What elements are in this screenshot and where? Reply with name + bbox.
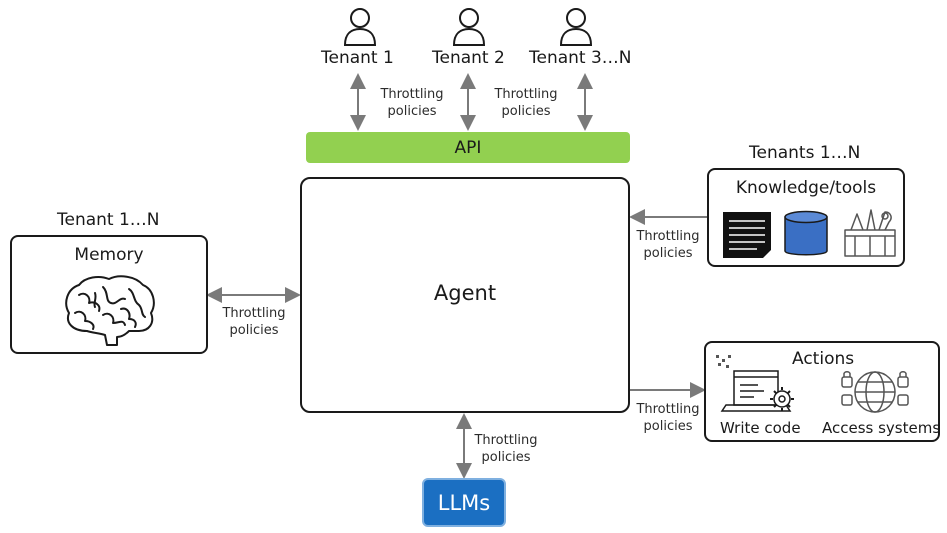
- network-icon: [840, 367, 910, 421]
- llms-box: LLMs: [422, 478, 506, 527]
- knowledge-title: Knowledge/tools: [735, 178, 877, 198]
- tenant-2-label: Tenant 2: [432, 48, 505, 68]
- agent-box: Agent: [300, 177, 630, 413]
- document-icon: [723, 212, 771, 262]
- llms-label: LLMs: [437, 490, 491, 515]
- api-bar: API: [306, 132, 630, 163]
- memory-box: Memory: [10, 235, 208, 354]
- write-code-label: Write code: [720, 419, 801, 437]
- user-icon: [451, 6, 487, 50]
- memory-title: Memory: [74, 245, 144, 265]
- toolbox-icon: [841, 206, 899, 264]
- memory-group-label: Tenant 1…N: [57, 210, 160, 230]
- user-icon: [558, 6, 594, 50]
- tenant-3n-label: Tenant 3…N: [529, 48, 632, 68]
- tenant-1-label: Tenant 1: [321, 48, 394, 68]
- knowledge-group-label: Tenants 1…N: [749, 143, 861, 163]
- brain-icon: [59, 273, 159, 351]
- agent-label: Agent: [433, 281, 497, 305]
- code-icon: [714, 353, 800, 421]
- knowledge-box: Knowledge/tools: [707, 168, 905, 267]
- user-icon: [342, 6, 378, 50]
- api-label: API: [454, 137, 482, 158]
- access-systems-label: Access systems: [822, 419, 941, 437]
- actions-box: Actions: [704, 341, 940, 442]
- database-icon: [783, 210, 829, 262]
- actions-title: Actions: [792, 349, 855, 369]
